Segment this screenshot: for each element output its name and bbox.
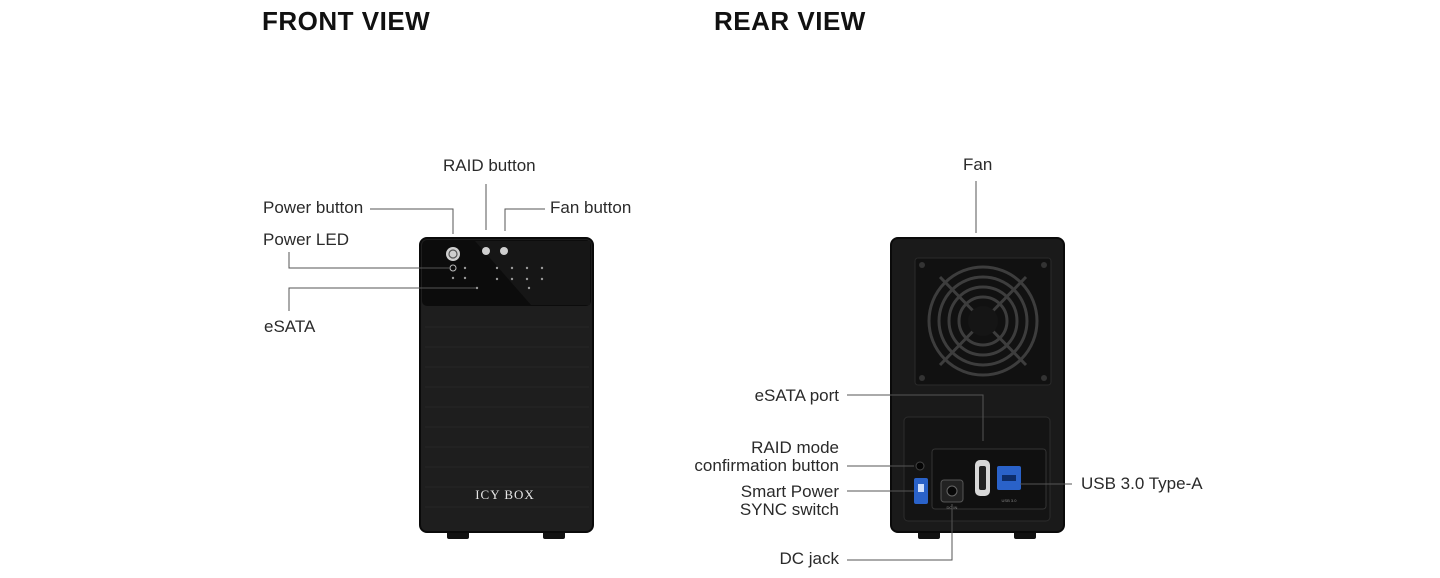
label-power-led: Power LED <box>263 230 349 249</box>
label-fan-button: Fan button <box>550 198 632 217</box>
front-view-heading: FRONT VIEW <box>262 6 431 36</box>
power-led-icon <box>449 264 457 272</box>
label-dc-jack: DC jack <box>779 549 839 568</box>
front-body <box>419 237 594 533</box>
label-power-button: Power button <box>263 198 364 217</box>
rear-device-illustration: DC IN USB 3.0 <box>890 237 1065 539</box>
raid-mode-confirm-button-icon <box>915 461 925 471</box>
label-smart-power-line2: SYNC switch <box>739 500 839 519</box>
leader-power-button <box>370 208 454 234</box>
usb-marking: USB 3.0 <box>1002 498 1018 503</box>
dc-in-marking: DC IN <box>947 505 958 510</box>
label-smart-power-line1: Smart Power <box>740 482 839 501</box>
label-fan: Fan <box>963 155 993 174</box>
label-raid-mode-line2: confirmation button <box>694 456 839 475</box>
label-raid-mode-line1: RAID mode <box>751 438 839 457</box>
raid-button-icon <box>482 247 490 255</box>
front-brand-text: ICY BOX <box>475 487 535 502</box>
front-device-illustration: ICY BOX <box>419 237 594 539</box>
rear-view-heading: REAR VIEW <box>714 6 866 36</box>
label-esata-port: eSATA port <box>754 386 839 405</box>
label-raid-button: RAID button <box>443 156 536 175</box>
label-usb: USB 3.0 Type-A <box>1081 474 1203 493</box>
power-button-icon <box>446 247 460 261</box>
label-esata: eSATA <box>264 317 316 336</box>
fan-button-icon <box>500 247 508 255</box>
leader-fan-button <box>504 208 545 231</box>
